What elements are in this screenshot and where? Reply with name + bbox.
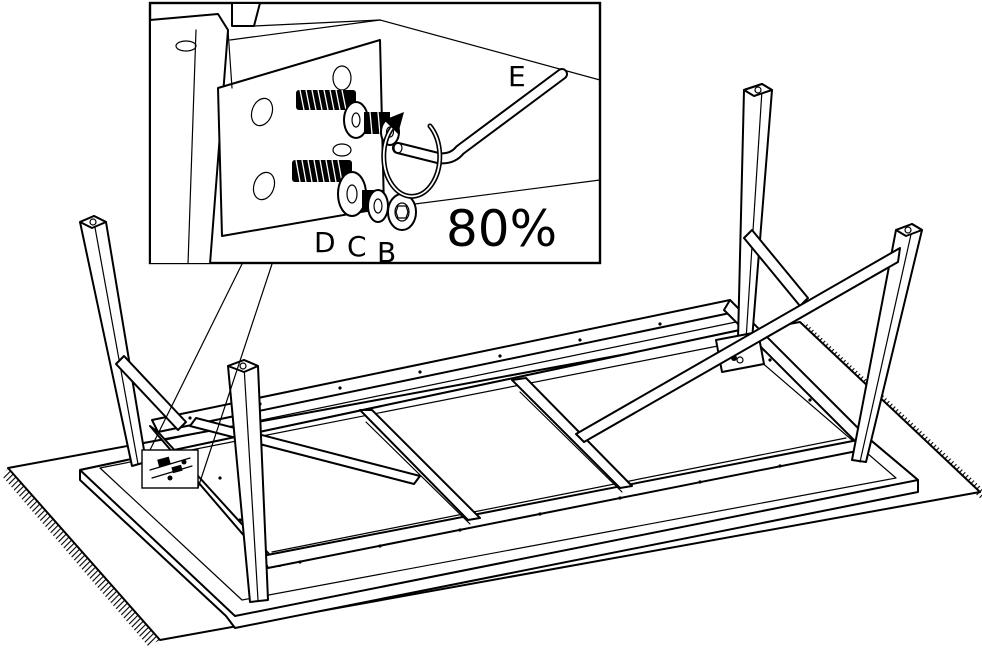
detail-marker	[141, 449, 199, 489]
label-c: C	[347, 230, 367, 263]
upper-bolt-assembly	[296, 89, 400, 146]
cross-rail-1-face	[365, 421, 471, 525]
cross-rail-2-face	[519, 391, 623, 493]
callout-bracket-top	[231, 3, 261, 27]
cross-rail-2	[511, 377, 633, 489]
front-left-leg	[227, 359, 269, 603]
front-right-leg	[851, 223, 923, 463]
label-b: B	[377, 236, 396, 269]
tighten-percent: 80%	[446, 200, 557, 258]
mat-shadow-left	[2, 468, 160, 646]
back-left-leg	[79, 215, 147, 467]
lower-bolt-assembly	[292, 159, 417, 231]
right-brace-lower	[575, 247, 901, 443]
tabletop-surface	[79, 329, 919, 617]
apron-front-inner	[271, 437, 847, 553]
lower-washer-d	[337, 171, 367, 217]
upper-bolt-thread	[296, 89, 356, 111]
callout-box: E D C B 80%	[148, 1, 602, 269]
label-e: E	[508, 60, 526, 93]
detail-marker-box	[141, 449, 199, 489]
lower-washer-c	[367, 189, 389, 223]
cross-rail-1	[359, 409, 481, 521]
clockwise-arrow-icon	[381, 112, 443, 199]
panel-hole-lower	[252, 171, 276, 201]
lower-bolt-head-b	[387, 193, 417, 231]
apron-screws	[188, 322, 812, 564]
callout-leader-right	[197, 263, 273, 489]
right-brace-upper	[743, 229, 809, 307]
callout-leader-left	[149, 263, 243, 451]
label-d: D	[314, 226, 336, 259]
panel-hole-upper	[250, 97, 274, 127]
